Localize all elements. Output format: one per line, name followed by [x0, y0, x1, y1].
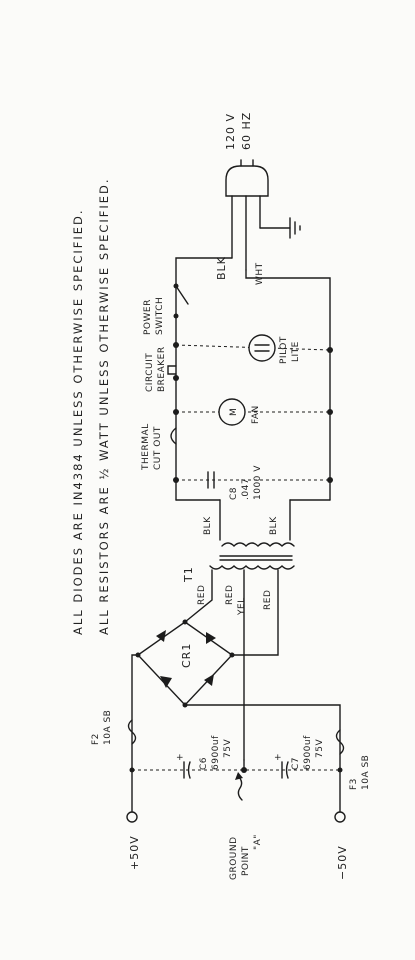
sec-label-yel: YEL [237, 597, 247, 616]
power-switch-label-1: POWER [143, 299, 153, 335]
c7-name: C7 [291, 757, 301, 770]
pilot-lamp-icon [248, 334, 276, 362]
c8-value: .047 [241, 478, 251, 500]
terminal-positive-label: +50V [128, 835, 141, 870]
c7-value: 6900uf [303, 735, 313, 770]
pilot-label-2: LITE [291, 341, 301, 362]
power-switch-icon [173, 283, 189, 319]
c6-name: C6 [199, 757, 209, 770]
wire-label-blk: BLK [215, 256, 228, 280]
ground-label-3: "A" [253, 834, 263, 850]
c7-plus: + [274, 753, 282, 763]
transformer-name: T1 [182, 566, 195, 583]
c6-value: 6900uf [211, 735, 221, 770]
breaker-label-2: BREAKER [157, 346, 167, 392]
fuse-f3-icon [335, 729, 345, 755]
ac-plug-icon [225, 159, 269, 197]
capacitor-c6-icon [183, 761, 191, 779]
transformer-t1-icon [209, 542, 295, 570]
earth-ground-icon [259, 217, 301, 239]
mains-frequency: 60 HZ [240, 112, 253, 150]
pilot-rung [175, 344, 331, 351]
f3-name: F3 [349, 778, 359, 790]
f2-rating: 10A SB [103, 710, 113, 745]
xfmr-wire-blk-1: BLK [203, 516, 213, 535]
bridge-name: CR1 [180, 643, 193, 668]
capacitor-c8-icon [207, 471, 215, 489]
fan-label: FAN [251, 405, 261, 424]
sec-label-red-1: RED [197, 585, 207, 605]
fuse-f2-icon [127, 719, 137, 745]
sec-lead-red-1 [184, 569, 213, 623]
note-resistors: ALL RESISTORS ARE ½ WATT UNLESS OTHERWIS… [97, 177, 111, 635]
thermal-label-2: CUT OUT [153, 426, 163, 470]
dc-negative-rail [184, 704, 341, 813]
fan-motor-symbol: M [229, 408, 239, 416]
capacitor-c7-icon [281, 761, 289, 779]
primary-bus-left [175, 257, 233, 501]
sec-label-red-3: RED [263, 590, 273, 610]
ground-label-1: GROUND [229, 836, 239, 880]
dc-positive-rail [131, 654, 139, 813]
thermal-label-1: THERMAL [141, 423, 151, 471]
pilot-label-1: PILOT [279, 336, 289, 364]
sec-label-red-2: RED [225, 585, 235, 605]
mains-voltage: 120 V [224, 113, 237, 150]
wire-label-wht: WHT [255, 262, 265, 285]
breaker-label-1: CIRCUIT [145, 353, 155, 392]
circuit-breaker-icon [167, 365, 177, 375]
terminal-negative-icon [334, 811, 346, 823]
thermal-cutout-icon [170, 427, 177, 445]
fan-motor-icon [218, 398, 246, 426]
sec-lead-red-3 [231, 569, 279, 656]
c6-rating: 75V [223, 739, 233, 758]
ground-label-2: POINT [241, 846, 251, 876]
c6-plus: + [176, 753, 184, 763]
ground-point-arrow-icon [235, 772, 243, 801]
c8-rating: 1000 V [253, 465, 263, 500]
xfmr-wire-blk-2: BLK [269, 516, 279, 535]
c7-rating: 75V [315, 739, 325, 758]
primary-bus-right [245, 269, 331, 501]
note-diodes: ALL DIODES ARE IN4384 UNLESS OTHERWISE S… [71, 208, 85, 635]
f2-name: F2 [91, 733, 101, 745]
power-switch-label-2: SWITCH [155, 297, 165, 335]
c8-name: C8 [229, 487, 239, 500]
terminal-positive-icon [126, 811, 138, 823]
terminal-negative-label: −50V [336, 845, 349, 880]
f3-rating: 10A SB [361, 755, 371, 790]
